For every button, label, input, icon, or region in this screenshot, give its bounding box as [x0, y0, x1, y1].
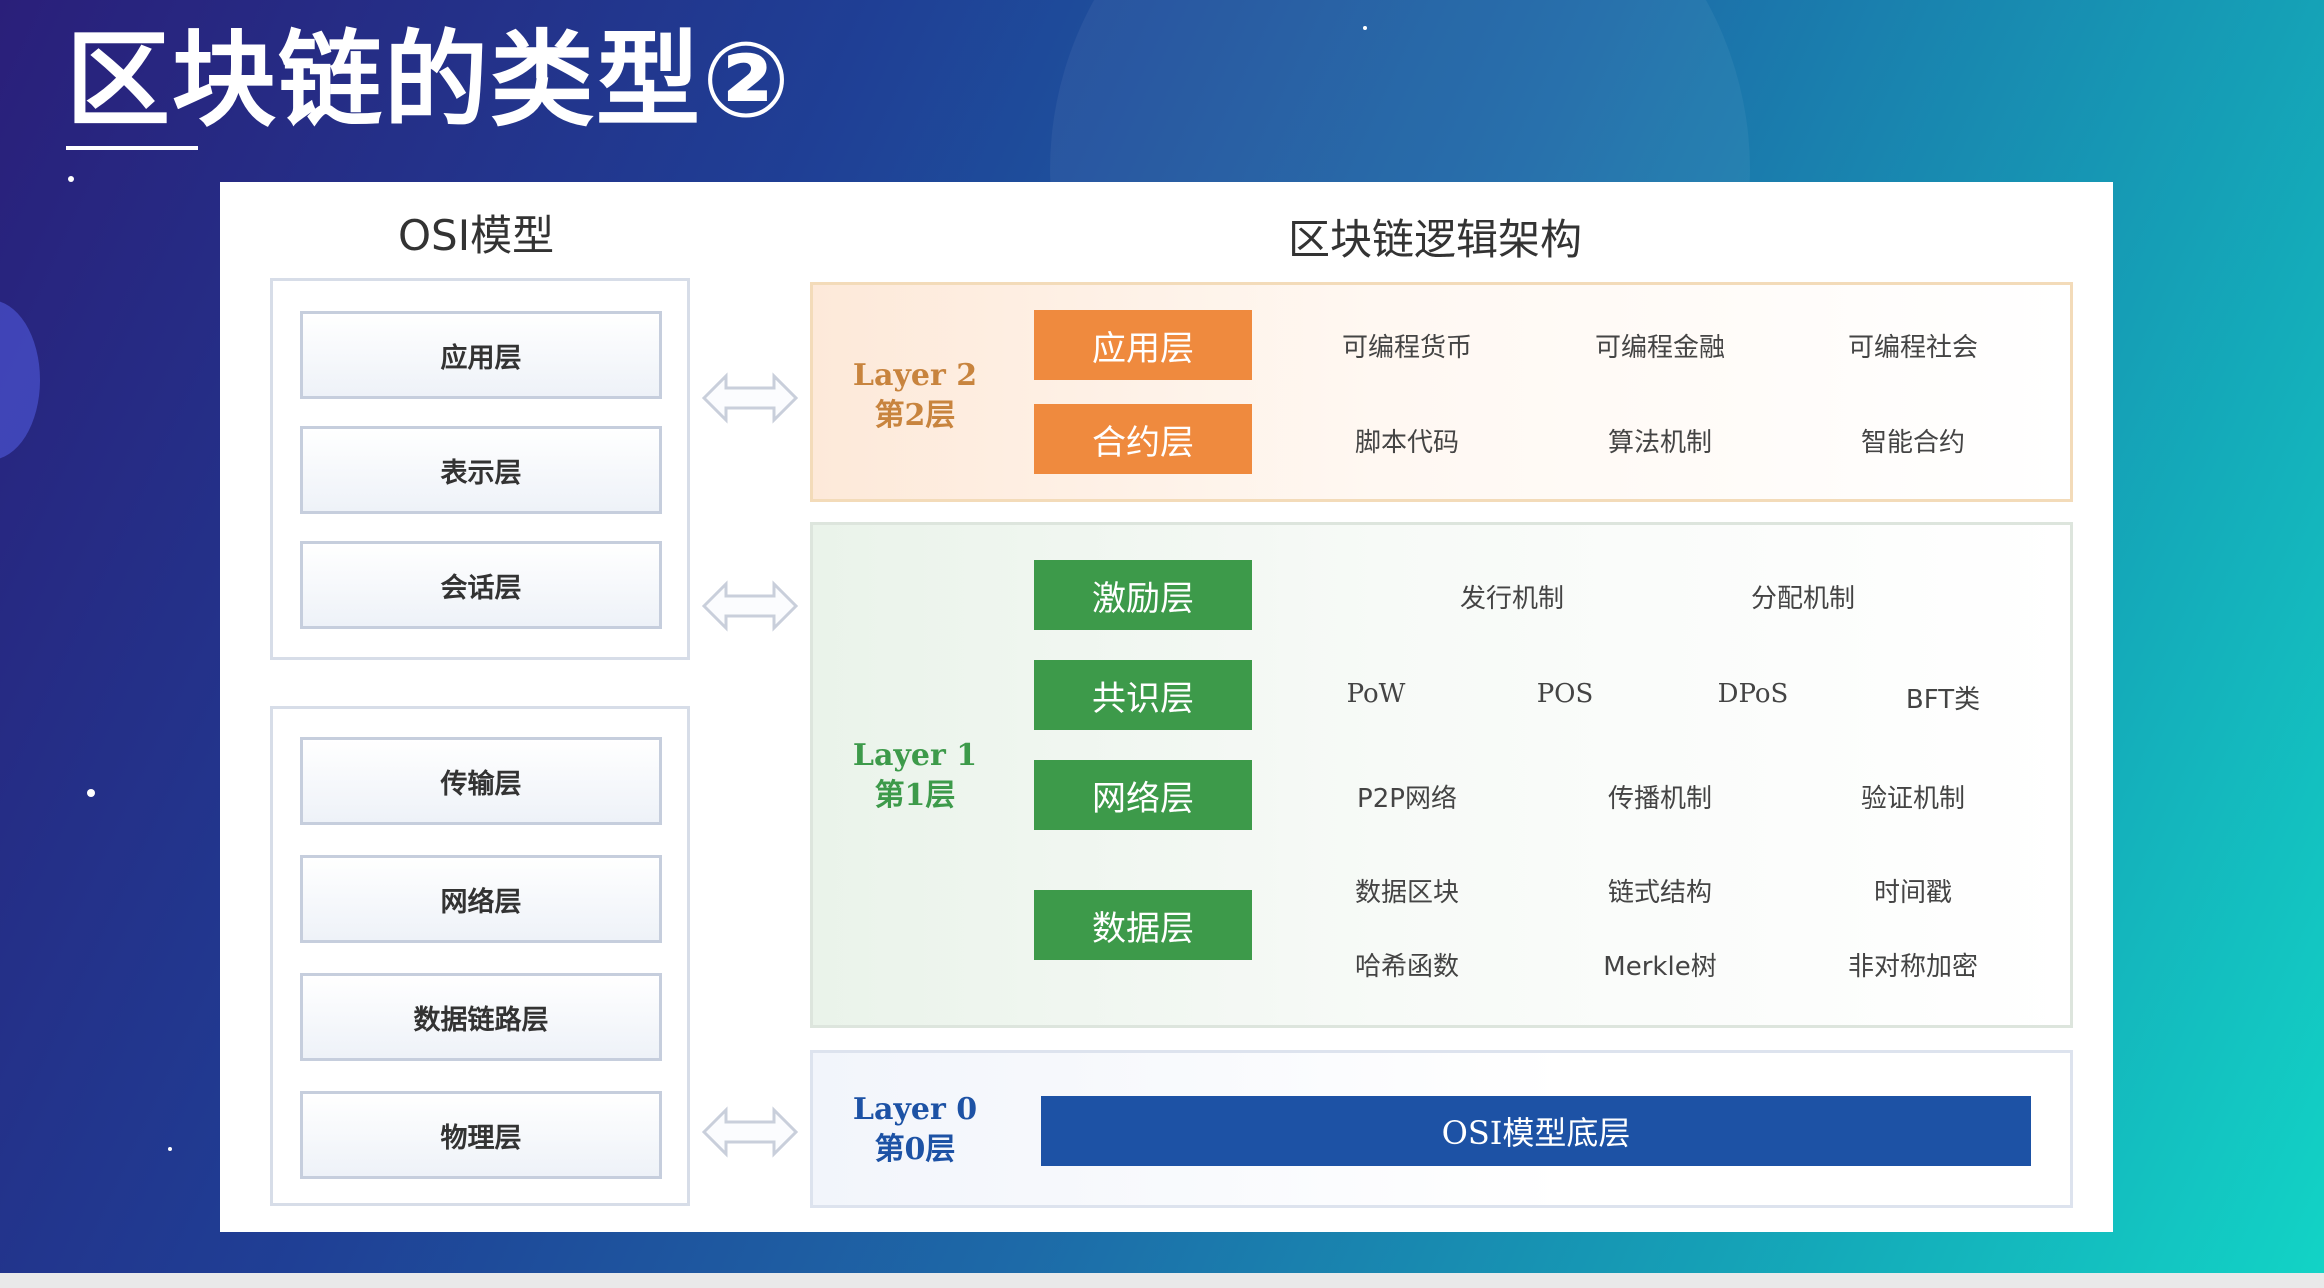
title-underline [66, 146, 198, 150]
osi-layer-transport: 传输层 [300, 737, 662, 825]
osi-lower-group: 传输层 网络层 数据链路层 物理层 [270, 706, 690, 1206]
cell-timestamp: 时间戳 [1873, 878, 1953, 908]
double-arrow-icon [702, 580, 798, 632]
osi-layer-session: 会话层 [300, 541, 662, 629]
layer0-label-cn: 第0层 [874, 1132, 956, 1167]
cell-script-code: 脚本代码 [1354, 428, 1460, 458]
layer1-box [810, 522, 2073, 1028]
cell-asymmetric-encryption: 非对称加密 [1847, 952, 1979, 982]
cell-p2p-network: P2P网络 [1357, 784, 1457, 814]
cell-merkle-tree: Merkle树 [1603, 952, 1717, 982]
layer1-label-cn: 第1层 [874, 778, 956, 813]
layer1-label: Layer 1 第1层 [850, 736, 980, 816]
tag-network-layer: 网络层 [1034, 760, 1252, 830]
osi-layer-application: 应用层 [300, 311, 662, 399]
decor-dot [1363, 26, 1367, 30]
cell-data-block: 数据区块 [1354, 878, 1460, 908]
cell-distribution-mechanism: 分配机制 [1750, 584, 1856, 614]
layer2-label-en: Layer 2 [852, 358, 978, 393]
layer0-label-en: Layer 0 [852, 1092, 978, 1127]
cell-bft: BFT类 [1905, 685, 1981, 715]
tag-application-layer: 应用层 [1034, 310, 1252, 380]
layer2-box [810, 282, 2073, 502]
decor-dot [68, 176, 74, 182]
osi-layer-network: 网络层 [300, 855, 662, 943]
cell-propagation-mechanism: 传播机制 [1607, 784, 1713, 814]
diagram-panel: OSI模型 应用层 表示层 会话层 传输层 网络层 数据链路层 物理层 区块链逻… [220, 182, 2113, 1232]
layer2-label-cn: 第2层 [874, 398, 956, 433]
cell-programmable-currency: 可编程货币 [1341, 333, 1473, 363]
logic-heading: 区块链逻辑架构 [1288, 215, 1583, 264]
background-glow [0, 300, 40, 460]
osi-heading: OSI模型 [398, 211, 555, 260]
double-arrow-icon [702, 372, 798, 424]
layer2-label: Layer 2 第2层 [850, 356, 980, 436]
cell-chain-structure: 链式结构 [1607, 878, 1713, 908]
osi-layer-datalink: 数据链路层 [300, 973, 662, 1061]
tag-contract-layer: 合约层 [1034, 404, 1252, 474]
layer0-label: Layer 0 第0层 [850, 1090, 980, 1170]
tag-data-layer: 数据层 [1034, 890, 1252, 960]
double-arrow-icon [702, 1106, 798, 1158]
cell-dpos: DPoS [1717, 679, 1789, 709]
decor-dot [168, 1147, 172, 1151]
cell-pow: PoW [1346, 679, 1406, 709]
cell-programmable-society: 可编程社会 [1847, 333, 1979, 363]
cell-verification-mechanism: 验证机制 [1860, 784, 1966, 814]
cell-issuance-mechanism: 发行机制 [1459, 584, 1565, 614]
tag-consensus-layer: 共识层 [1034, 660, 1252, 730]
tag-incentive-layer: 激励层 [1034, 560, 1252, 630]
slide-title: 区块链的类型② [66, 19, 793, 141]
layer1-label-en: Layer 1 [852, 738, 978, 773]
osi-base-layer-bar: OSI模型底层 [1041, 1096, 2031, 1166]
cell-hash-function: 哈希函数 [1354, 952, 1460, 982]
cell-algorithm-mechanism: 算法机制 [1607, 428, 1713, 458]
osi-layer-physical: 物理层 [300, 1091, 662, 1179]
bottom-toolbar-strip [0, 1273, 2324, 1288]
cell-programmable-finance: 可编程金融 [1594, 333, 1726, 363]
osi-upper-group: 应用层 表示层 会话层 [270, 278, 690, 660]
cell-pos: POS [1536, 679, 1594, 709]
cell-smart-contract: 智能合约 [1860, 428, 1966, 458]
osi-layer-presentation: 表示层 [300, 426, 662, 514]
decor-dot [87, 789, 95, 797]
